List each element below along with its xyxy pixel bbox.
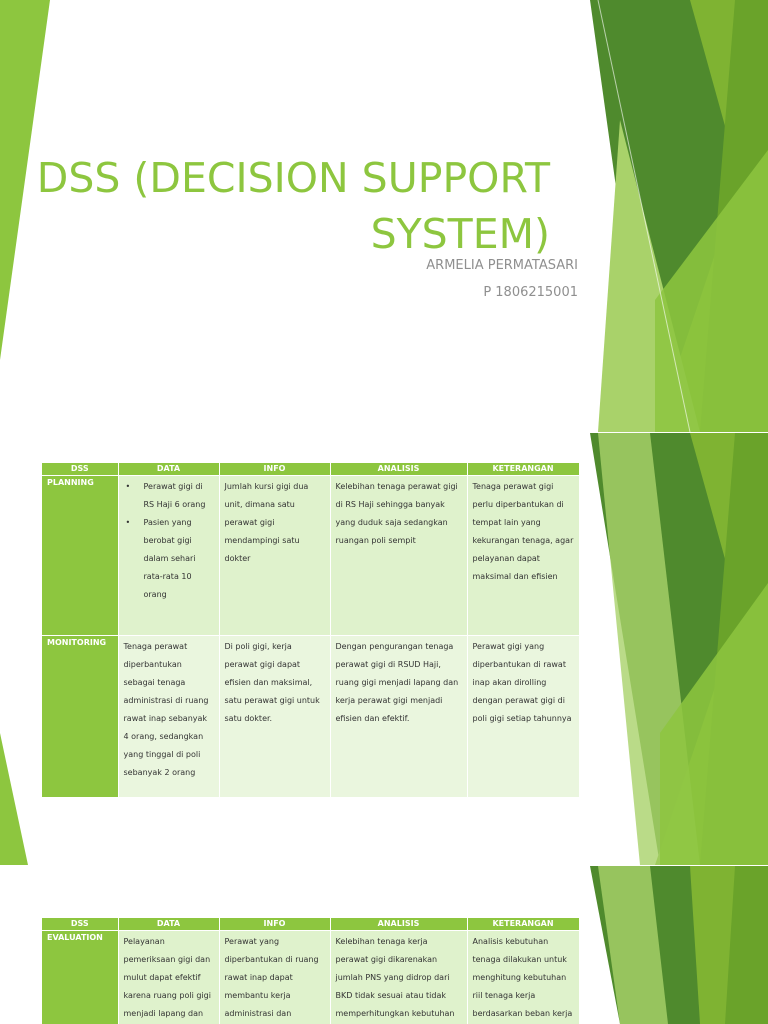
table-slide-1: DSS DATA INFO ANALISIS KETERANGAN PLANNI… <box>0 433 768 865</box>
table-header-row: DSS DATA INFO ANALISIS KETERANGAN <box>42 918 580 931</box>
header-data: DATA <box>118 463 220 476</box>
data-list: Perawat gigi di RS Haji 6 orang Pasien y… <box>124 478 214 604</box>
table-row: PLANNING Perawat gigi di RS Haji 6 orang… <box>42 475 580 636</box>
table-slide-2: DSS DATA INFO ANALISIS KETERANGAN EVALUA… <box>0 866 768 1024</box>
presentation-title: DSS (DECISION SUPPORT SYSTEM) <box>36 154 550 258</box>
cell-keterangan: Tenaga perawat gigi perlu diperbantukan … <box>467 475 580 636</box>
header-dss: DSS <box>42 918 119 931</box>
cell-keterangan: Perawat gigi yang diperbantukan di rawat… <box>467 635 580 798</box>
cell-info: Perawat yang diperbantukan di ruang rawa… <box>219 930 331 1024</box>
student-id: P 1806215001 <box>483 285 578 300</box>
header-keterangan: KETERANGAN <box>467 918 580 931</box>
title-slide: DSS (DECISION SUPPORT SYSTEM) ARMELIA PE… <box>0 0 768 432</box>
list-item: Pasien yang berobat gigi dalam sehari ra… <box>124 514 214 604</box>
cell-keterangan: Analisis kebutuhan tenaga dilakukan untu… <box>467 930 580 1024</box>
header-analisis: ANALISIS <box>330 463 468 476</box>
table-row: EVALUATION Pelayanan pemeriksaan gigi da… <box>42 930 580 1024</box>
slide-decoration <box>0 0 768 432</box>
cell-info: Di poli gigi, kerja perawat gigi dapat e… <box>219 635 331 798</box>
header-info: INFO <box>219 463 331 476</box>
row-label: EVALUATION <box>42 930 119 1024</box>
table-row: MONITORING Tenaga perawat diperbantukan … <box>42 635 580 798</box>
slide-decoration <box>590 866 768 1024</box>
cell-data: Perawat gigi di RS Haji 6 orang Pasien y… <box>118 475 220 636</box>
cell-data: Tenaga perawat diperbantukan sebagai ten… <box>118 635 220 798</box>
row-label: PLANNING <box>42 475 119 636</box>
table-header-row: DSS DATA INFO ANALISIS KETERANGAN <box>42 463 580 476</box>
cell-info: Jumlah kursi gigi dua unit, dimana satu … <box>219 475 331 636</box>
row-label: MONITORING <box>42 635 119 798</box>
cell-analisis: Dengan pengurangan tenaga perawat gigi d… <box>330 635 468 798</box>
header-dss: DSS <box>42 463 119 476</box>
cell-analisis: Kelebihan tenaga kerja perawat gigi dika… <box>330 930 468 1024</box>
header-analisis: ANALISIS <box>330 918 468 931</box>
cell-analisis: Kelebihan tenaga perawat gigi di RS Haji… <box>330 475 468 636</box>
slide-decoration <box>0 433 768 865</box>
dss-table: DSS DATA INFO ANALISIS KETERANGAN PLANNI… <box>42 463 580 798</box>
header-data: DATA <box>118 918 220 931</box>
dss-table: DSS DATA INFO ANALISIS KETERANGAN EVALUA… <box>42 918 580 1024</box>
list-item: Perawat gigi di RS Haji 6 orang <box>124 478 214 514</box>
cell-data: Pelayanan pemeriksaan gigi dan mulut dap… <box>118 930 220 1024</box>
author-name: ARMELIA PERMATASARI <box>426 258 578 273</box>
header-info: INFO <box>219 918 331 931</box>
header-keterangan: KETERANGAN <box>467 463 580 476</box>
